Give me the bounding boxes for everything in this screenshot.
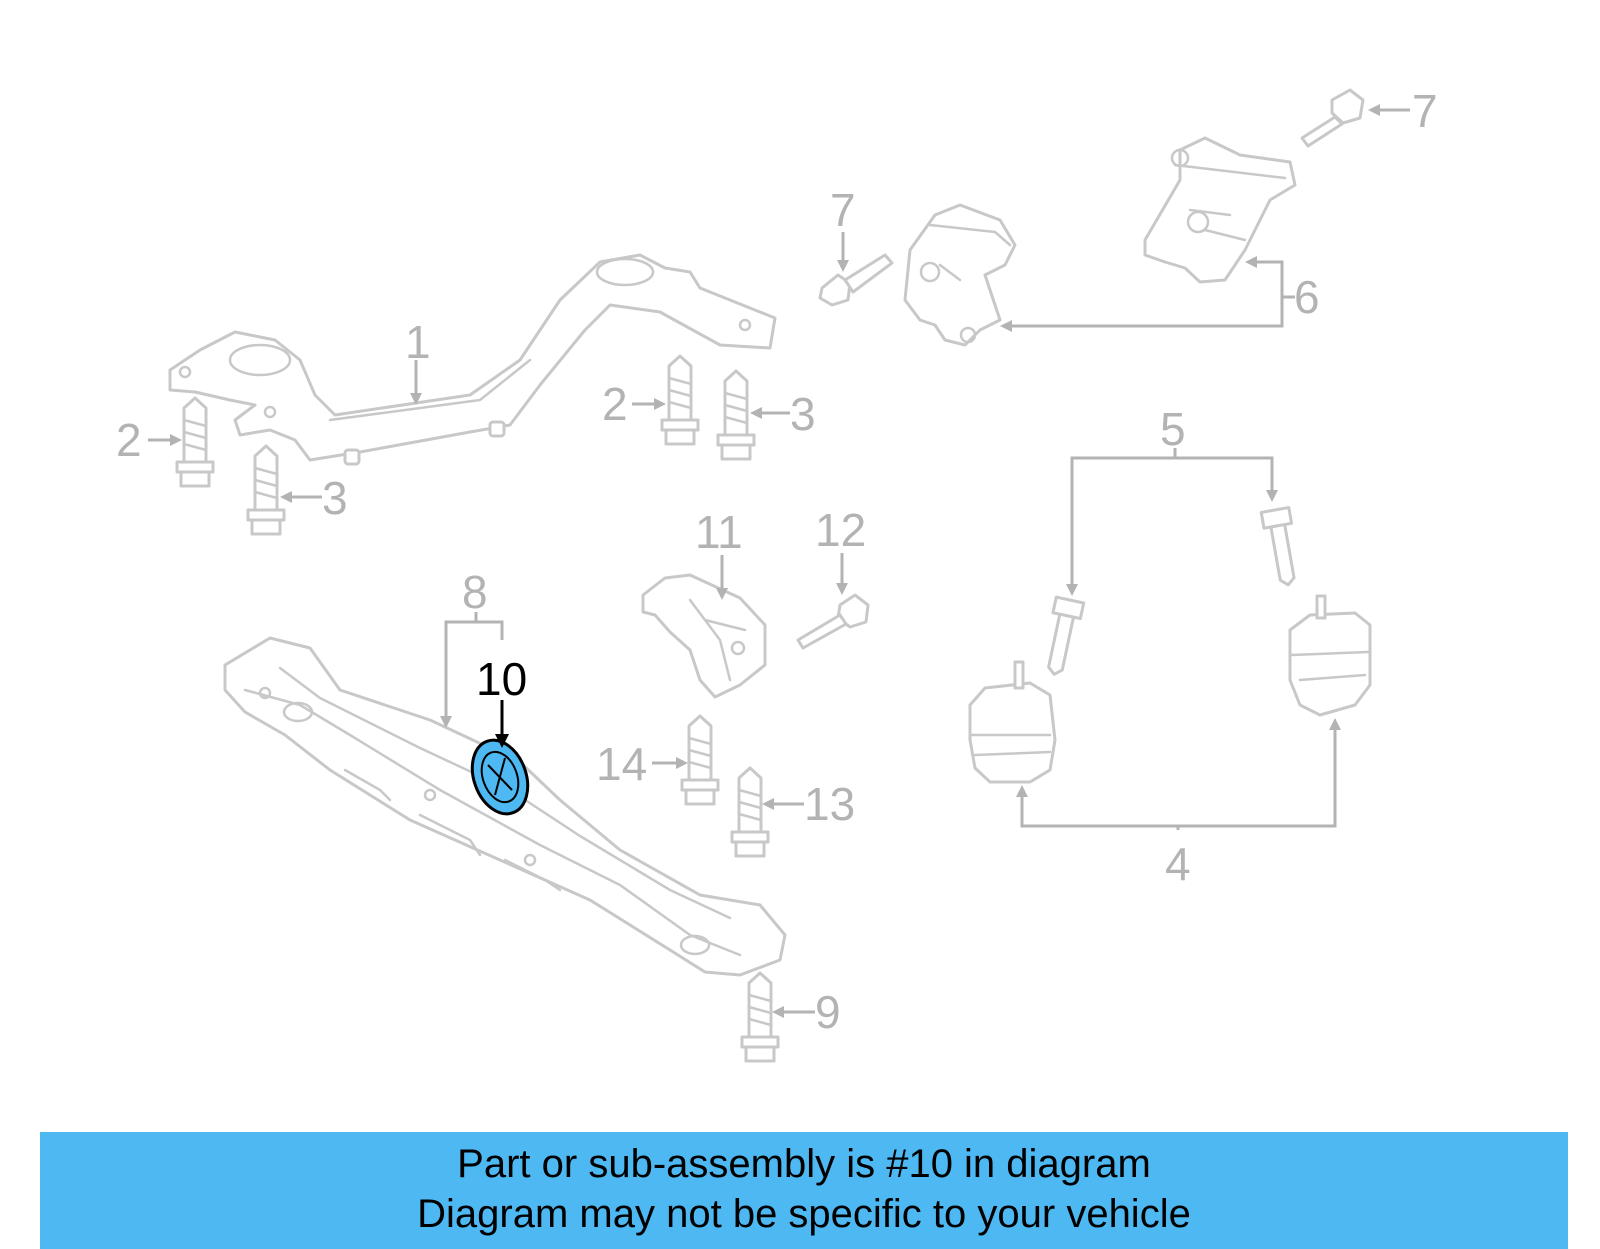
info-banner: Part or sub-assembly is #10 in diagram D…: [40, 1132, 1568, 1249]
bolt-part-7-right: [1300, 88, 1365, 148]
callout-8: 8: [462, 566, 488, 618]
callout-11: 11: [695, 506, 743, 558]
callout-1: 1: [405, 316, 431, 368]
bolt-part-9: [740, 971, 780, 1063]
engine-mount-part-4-left: [968, 660, 1057, 784]
banner-line-part: Part or sub-assembly is #10 in diagram: [457, 1142, 1151, 1186]
callout-6: 6: [1294, 271, 1320, 323]
bolt-part-14: [680, 714, 720, 806]
banner-line-disclaimer: Diagram may not be specific to your vehi…: [417, 1192, 1191, 1236]
callout-12: 12: [815, 504, 866, 556]
leader-lines: [148, 104, 1410, 1018]
bolt-part-2-center: [660, 354, 700, 446]
callout-7-right: 7: [1412, 85, 1438, 137]
bushing-part-10: [470, 738, 530, 816]
callout-3-left: 3: [322, 472, 348, 524]
bolt-part-7-left: [818, 253, 894, 307]
callout-5: 5: [1160, 403, 1186, 455]
bolt-part-3-left: [246, 444, 286, 536]
bolt-part-5-right: [1259, 506, 1296, 587]
bolt-part-3-center: [716, 369, 756, 461]
callout-3-center: 3: [790, 388, 816, 440]
callout-2-left: 2: [116, 414, 142, 466]
callout-13: 13: [804, 778, 855, 830]
subframe-part-1: [168, 253, 777, 466]
bolt-part-5-left: [1047, 595, 1086, 676]
callout-7-left: 7: [830, 184, 856, 236]
bracket-part-11: [641, 573, 767, 699]
engine-bracket-part-6: [903, 136, 1297, 347]
callout-9: 9: [815, 986, 841, 1038]
parts-diagram: 1 2 3 2 3 7 7 6 5 4 8 10 11 12 14 13 9: [116, 85, 1438, 1063]
bolt-part-2-left: [175, 396, 215, 488]
engine-mount-part-4-right: [1288, 594, 1372, 717]
bolt-part-13: [730, 766, 770, 858]
callout-10: 10: [476, 653, 527, 705]
bolt-part-12: [796, 593, 870, 650]
callout-2-center: 2: [602, 378, 628, 430]
callout-4: 4: [1165, 838, 1191, 890]
callout-14: 14: [596, 738, 647, 790]
